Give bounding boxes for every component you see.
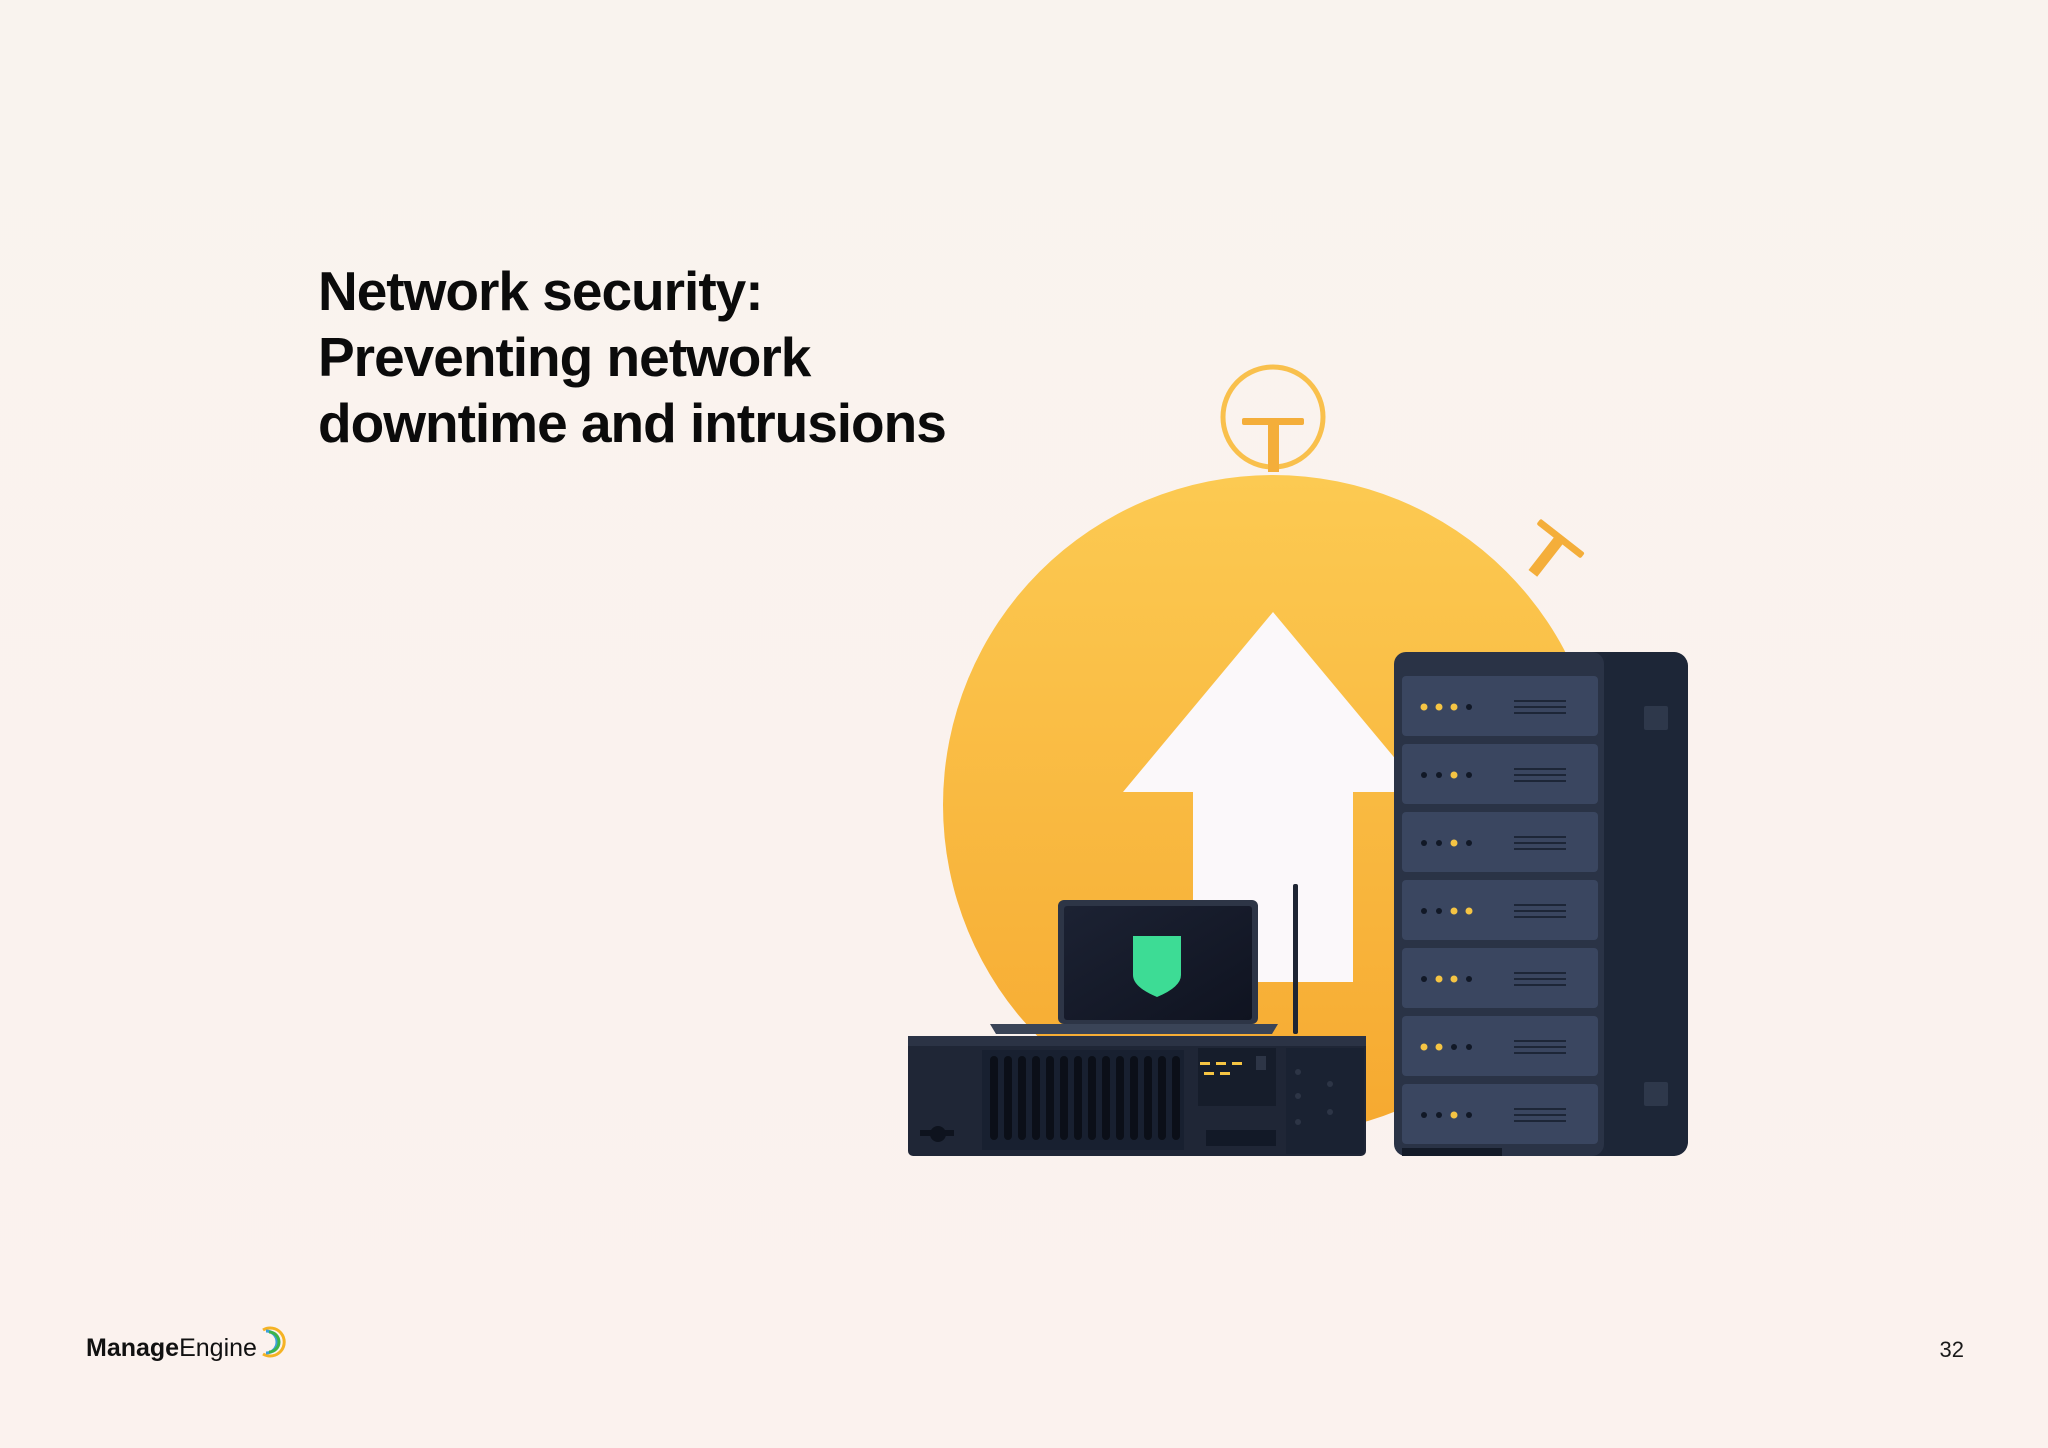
page-title: Network security: Preventing network dow… (318, 258, 1078, 456)
logo-wordmark-light: Engine (179, 1333, 257, 1362)
up-arrow-icon (1123, 612, 1423, 982)
logo-wordmark-bold: Manage (86, 1333, 180, 1362)
shield-icon (1133, 936, 1181, 997)
title-line-2: Preventing network (318, 326, 811, 388)
logo-arc-icon (262, 1326, 286, 1358)
page-number: 32 (1939, 1337, 1964, 1362)
title-line-1: Network security: (318, 260, 764, 322)
title-line-3: downtime and intrusions (318, 392, 947, 454)
network-security-illustration (908, 364, 1688, 1156)
server-rack-icon (1394, 652, 1688, 1156)
router-icon (908, 884, 1366, 1156)
laptop-icon (990, 900, 1278, 1034)
router-grille (990, 1056, 1180, 1140)
